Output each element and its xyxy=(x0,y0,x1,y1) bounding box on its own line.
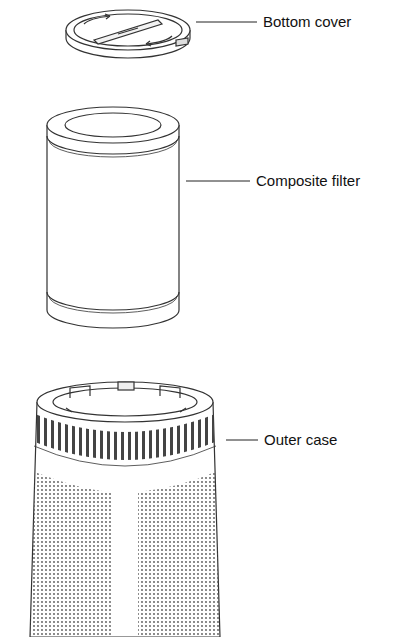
leader-line xyxy=(196,22,257,23)
part-label: Outer case xyxy=(262,431,339,449)
leader-line xyxy=(186,181,250,182)
part-label: Composite filter xyxy=(254,172,362,190)
part-label: Bottom cover xyxy=(261,13,353,31)
bottom-cover-drawing xyxy=(66,10,190,58)
composite-filter-drawing xyxy=(47,107,179,328)
leader-line xyxy=(226,440,258,441)
outer-case-drawing xyxy=(30,382,220,637)
leader-lines xyxy=(186,22,258,440)
